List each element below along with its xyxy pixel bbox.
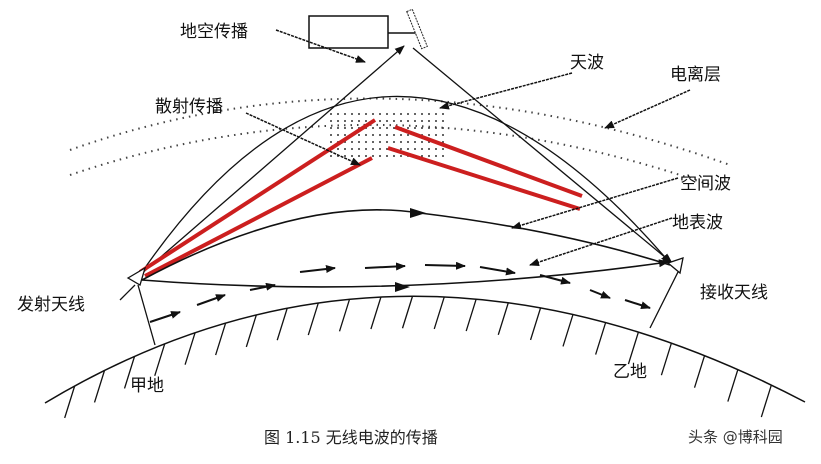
label-scatter: 散射传播: [155, 97, 223, 117]
satellite-antenna: [406, 8, 428, 50]
label-place-b: 乙地: [613, 362, 647, 382]
hatch-mark: [276, 308, 288, 341]
hatch-mark: [727, 369, 739, 402]
label-transmit-antenna: 发射天线: [17, 295, 85, 315]
hatch-mark: [370, 296, 382, 330]
hatch-mark: [595, 322, 607, 355]
ionosphere-layer: [69, 97, 731, 186]
receive-antenna-icon: [649, 257, 684, 329]
direct-wave-path: [141, 259, 669, 288]
ground-air-path: [139, 45, 673, 276]
transmit-antenna-icon: [119, 266, 156, 346]
label-space-wave: 空间波: [680, 174, 731, 194]
watermark: 头条 @博科园: [688, 428, 783, 446]
label-surface-wave: 地表波: [672, 213, 723, 233]
hatch-mark: [215, 322, 227, 356]
satellite-box: [308, 15, 389, 49]
surface-wave-arrows: [149, 261, 651, 323]
hatch-mark: [123, 356, 136, 389]
hatch-mark: [401, 296, 414, 329]
hatch-mark: [529, 307, 542, 341]
hatch-mark: [338, 299, 351, 332]
label-sky-wave: 天波: [570, 53, 604, 73]
hatch-mark: [245, 314, 257, 348]
label-ionosphere: 电离层: [670, 65, 721, 85]
label-receive-antenna: 接收天线: [700, 283, 768, 303]
hatch-mark: [64, 385, 76, 419]
hatch-mark: [760, 384, 772, 418]
figure-caption: 图 1.15 无线电波的传播: [264, 428, 438, 447]
hatch-mark: [184, 332, 196, 365]
hatch-mark: [693, 355, 706, 388]
hatch-mark: [154, 343, 166, 376]
scatter-rays: [138, 118, 583, 278]
hatch-mark: [497, 302, 509, 335]
label-leaders: [245, 29, 691, 266]
hatch-mark: [660, 342, 673, 376]
earth-hatching: [64, 296, 772, 419]
hatch-mark: [627, 331, 640, 365]
hatch-mark: [307, 302, 319, 336]
sky-wave-path: [139, 95, 671, 276]
hatch-mark: [465, 298, 477, 332]
hatch-mark: [562, 314, 574, 347]
scatter-region: [325, 108, 445, 160]
hatch-mark: [93, 370, 106, 403]
label-ground-air: 地空传播: [180, 22, 248, 42]
hatch-mark: [433, 296, 445, 330]
label-place-a: 甲地: [130, 376, 164, 396]
